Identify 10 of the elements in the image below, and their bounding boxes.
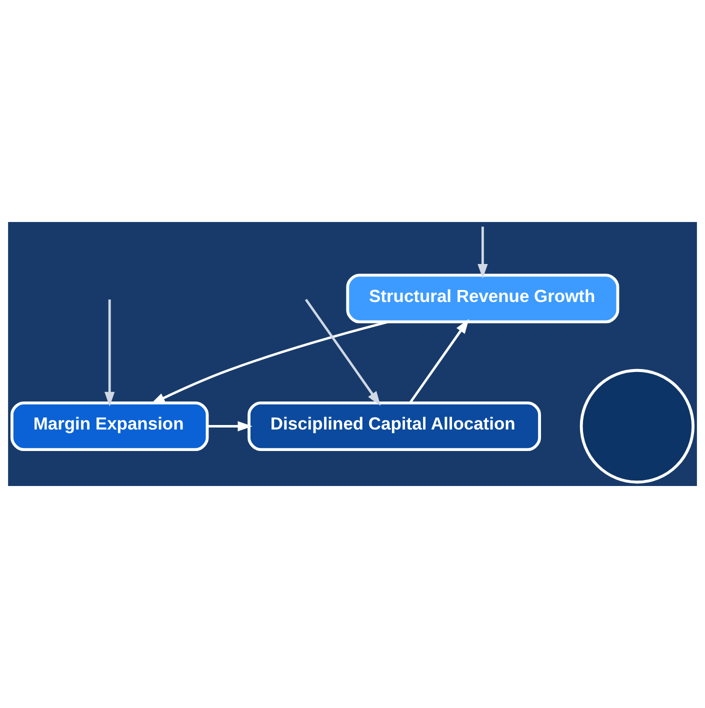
arrow: [478, 226, 488, 279]
node-box: Disciplined Capital Allocation: [248, 401, 541, 452]
node-box: Structural Revenue Growth: [346, 274, 620, 324]
node-box: Margin Expansion: [10, 401, 209, 452]
node-circle: [580, 368, 694, 484]
arrow: [150, 320, 389, 404]
arrow: [207, 421, 252, 432]
arrow: [304, 298, 381, 406]
arrow: [104, 300, 115, 406]
arrow: [409, 318, 469, 404]
